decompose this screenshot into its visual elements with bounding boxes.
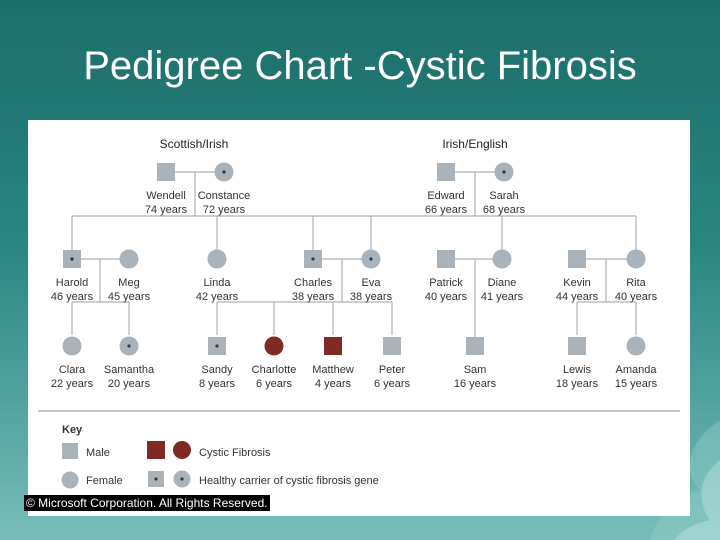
legend-affected-male-symbol <box>147 441 165 459</box>
person-name-constance: Constance <box>198 190 251 202</box>
person-name-edward: Edward <box>427 190 464 202</box>
legend-affected-female-symbol <box>173 441 191 459</box>
person-symbol-charlotte <box>264 336 284 356</box>
person-name-charlotte: Charlotte <box>252 364 297 376</box>
person-age-matthew: 4 years <box>315 378 352 390</box>
person-age-kevin: 44 years <box>556 291 599 303</box>
person-name-peter: Peter <box>379 364 406 376</box>
person-name-sam: Sam <box>464 364 487 376</box>
person-age-diane: 41 years <box>481 291 524 303</box>
family-header-right: Irish/English <box>442 137 507 151</box>
person-age-clara: 22 years <box>51 378 94 390</box>
person-age-sam: 16 years <box>454 378 497 390</box>
pedigree-panel: Scottish/Irish Irish/English <box>28 120 690 516</box>
person-symbol-patrick <box>437 250 455 268</box>
person-name-clara: Clara <box>59 364 86 376</box>
person-symbol-edward <box>437 163 455 181</box>
person-age-lewis: 18 years <box>556 378 599 390</box>
person-name-patrick: Patrick <box>429 277 463 289</box>
person-age-eva: 38 years <box>350 291 393 303</box>
family-header-left: Scottish/Irish <box>160 137 229 151</box>
person-symbol-wendell <box>157 163 175 181</box>
person-name-wendell: Wendell <box>146 190 186 202</box>
carrier-dot-sandy <box>215 344 219 348</box>
person-name-eva: Eva <box>362 277 382 289</box>
pedigree-chart: Scottish/Irish Irish/English <box>38 137 680 489</box>
legend-female-symbol <box>61 471 79 489</box>
person-age-linda: 42 years <box>196 291 239 303</box>
person-symbol-kevin <box>568 250 586 268</box>
person-age-sandy: 8 years <box>199 378 236 390</box>
carrier-dot-harold <box>70 257 74 261</box>
legend-female-label: Female <box>86 475 123 487</box>
legend-affected-label: Cystic Fibrosis <box>199 447 271 459</box>
person-age-amanda: 15 years <box>615 378 658 390</box>
pedigree-symbols: Wendell 74 years Constance 72 years Edward 66… <box>51 162 658 390</box>
person-age-rita: 40 years <box>615 291 658 303</box>
person-age-wendell: 74 years <box>145 204 188 216</box>
legend-male-label: Male <box>86 447 110 459</box>
carrier-dot-samantha <box>127 344 131 348</box>
person-name-meg: Meg <box>118 277 139 289</box>
carrier-dot-sarah <box>502 170 506 174</box>
person-name-rita: Rita <box>626 277 646 289</box>
slide-title: Pedigree Chart -Cystic Fibrosis <box>83 44 637 88</box>
carrier-dot-constance <box>222 170 226 174</box>
person-name-matthew: Matthew <box>312 364 354 376</box>
person-name-samantha: Samantha <box>104 364 155 376</box>
person-name-linda: Linda <box>204 277 232 289</box>
person-symbol-linda <box>207 249 227 269</box>
person-name-harold: Harold <box>56 277 88 289</box>
person-symbol-lewis <box>568 337 586 355</box>
person-symbol-clara <box>62 336 82 356</box>
person-name-amanda: Amanda <box>616 364 658 376</box>
person-symbol-peter <box>383 337 401 355</box>
person-name-sarah: Sarah <box>489 190 518 202</box>
person-symbol-diane <box>492 249 512 269</box>
person-symbol-matthew <box>324 337 342 355</box>
legend-title: Key <box>62 424 83 436</box>
person-name-charles: Charles <box>294 277 332 289</box>
person-name-diane: Diane <box>488 277 517 289</box>
person-age-charles: 38 years <box>292 291 335 303</box>
carrier-dot-eva <box>369 257 373 261</box>
pedigree-lines <box>71 171 637 337</box>
person-age-charlotte: 6 years <box>256 378 293 390</box>
legend: Key Male Female Cystic Fibrosis Healthy … <box>61 424 379 489</box>
person-name-lewis: Lewis <box>563 364 592 376</box>
person-name-sandy: Sandy <box>201 364 233 376</box>
person-age-edward: 66 years <box>425 204 468 216</box>
person-age-patrick: 40 years <box>425 291 468 303</box>
person-age-constance: 72 years <box>203 204 246 216</box>
carrier-dot-charles <box>311 257 315 261</box>
person-age-samantha: 20 years <box>108 378 151 390</box>
person-symbol-rita <box>626 249 646 269</box>
person-symbol-sam <box>466 337 484 355</box>
person-age-meg: 45 years <box>108 291 151 303</box>
copyright-notice: © Microsoft Corporation. All Rights Rese… <box>24 495 270 511</box>
legend-male-symbol <box>62 443 78 459</box>
person-symbol-amanda <box>626 336 646 356</box>
person-symbol-meg <box>119 249 139 269</box>
person-name-kevin: Kevin <box>563 277 591 289</box>
person-age-sarah: 68 years <box>483 204 526 216</box>
legend-carrier-label: Healthy carrier of cystic fibrosis gene <box>199 475 379 487</box>
person-age-peter: 6 years <box>374 378 411 390</box>
person-age-harold: 46 years <box>51 291 94 303</box>
